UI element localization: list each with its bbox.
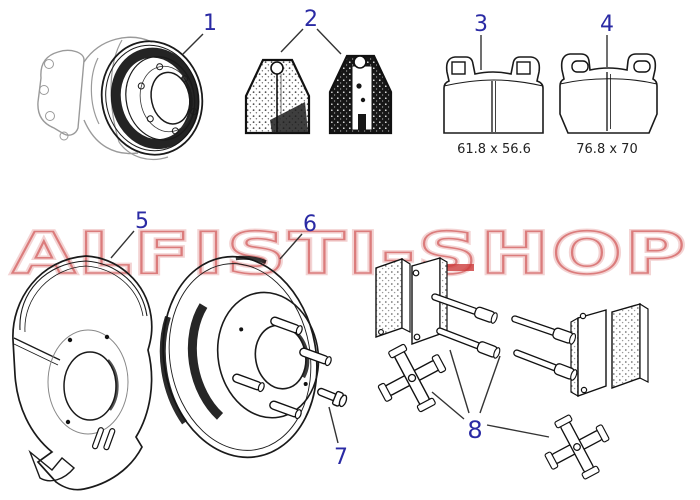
shield-hub-ring — [47, 329, 129, 435]
part-7-wheel-stud[interactable] — [315, 384, 348, 408]
callout-5[interactable]: 5 — [135, 209, 149, 234]
disc-body — [159, 255, 320, 459]
part-3-brake-pad[interactable]: 61.8 x 56.6 — [443, 56, 544, 157]
part-6-brake-disc[interactable] — [147, 244, 335, 470]
callout-2[interactable]: 2 — [304, 7, 318, 32]
pad3-ear-hole — [451, 61, 466, 75]
shield-lower-tab — [28, 449, 75, 482]
pad-eyelet-hole — [270, 61, 284, 75]
pad4-backplate-outline — [559, 53, 658, 134]
shield-outline — [12, 255, 153, 491]
kit-pads-right-pair — [570, 302, 649, 398]
pad3-dimension-label: 61.8 x 56.6 — [457, 142, 531, 157]
wheel-studs — [232, 316, 332, 420]
callout-1[interactable]: 1 — [203, 11, 217, 36]
kit-retaining-pins — [431, 293, 578, 381]
callout-4[interactable]: 4 — [600, 12, 614, 37]
pad-eyelet-hole — [353, 55, 367, 69]
part-8-fitting-kit[interactable] — [366, 256, 649, 491]
hub-bore — [150, 71, 191, 125]
hub-face — [216, 291, 320, 419]
pad4-ear-hole — [633, 60, 651, 73]
shield-center-hole — [63, 351, 117, 421]
watermark-text-underlay: ALFISTI-SHOP — [12, 221, 688, 287]
callout-6[interactable]: 6 — [303, 212, 317, 237]
pad3-ear-hole — [516, 61, 531, 75]
shield-pegs — [91, 427, 116, 451]
callout-8[interactable]: 8 — [467, 416, 482, 444]
part-5-splash-shield[interactable] — [12, 255, 153, 491]
watermark-accent-bar — [430, 264, 474, 271]
pad3-backplate-outline — [443, 56, 544, 134]
callout-7[interactable]: 7 — [334, 445, 348, 470]
kit-pads-left-pair — [375, 256, 448, 345]
brake-drum — [100, 40, 204, 156]
watermark: ALFISTI-SHOP ALFISTI-SHOP — [10, 219, 689, 290]
worn-pad-left — [244, 58, 311, 135]
kit-spring-clips — [377, 343, 610, 480]
part-2-brake-pads-worn[interactable] — [244, 54, 393, 135]
stud-body — [317, 387, 348, 408]
pad4-ear-hole — [571, 60, 589, 73]
leader-lines — [110, 28, 608, 444]
part-4-brake-pad[interactable]: 76.8 x 70 — [559, 53, 658, 157]
part-1-brake-drum-hub[interactable] — [37, 32, 213, 164]
watermark-text: ALFISTI-SHOP — [12, 221, 688, 287]
callout-3[interactable]: 3 — [474, 12, 488, 37]
worn-pad-right — [328, 54, 393, 135]
pad4-dimension-label: 76.8 x 70 — [576, 142, 637, 157]
callout-numbers: 1 2 3 4 5 6 7 8 — [135, 7, 614, 470]
